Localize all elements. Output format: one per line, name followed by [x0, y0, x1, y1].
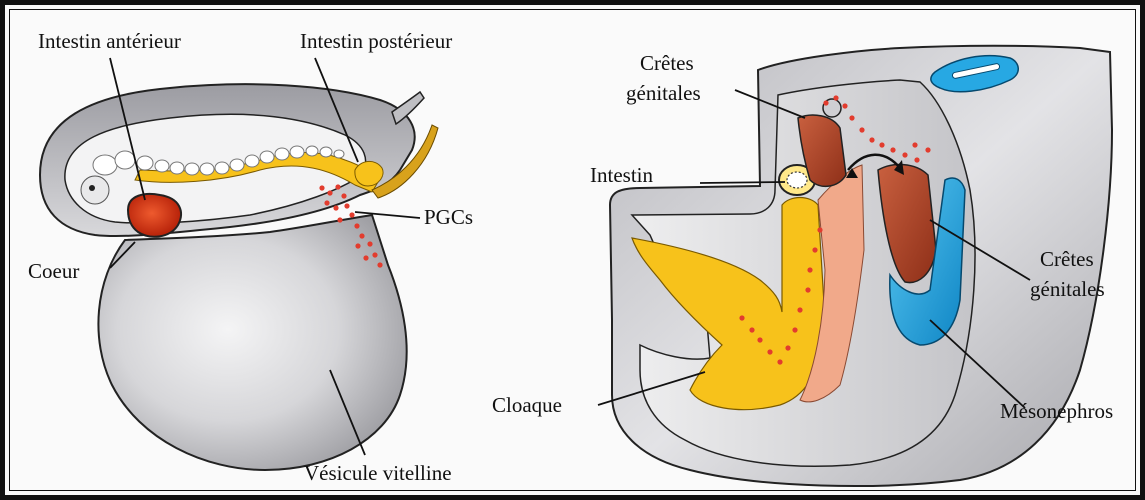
label-intestin-posterieur: Intestin postérieur [300, 29, 452, 53]
label-intestin: Intestin [590, 163, 653, 187]
label-intestin-anterieur: Intestin antérieur [38, 29, 181, 53]
left-embryo [40, 58, 438, 470]
label-cretes-genitales-right-2: génitales [1030, 277, 1105, 301]
label-cretes-genitales-right-1: Crêtes [1040, 247, 1094, 271]
heart [128, 194, 181, 237]
label-cretes-genitales-top-2: génitales [626, 81, 701, 105]
yolk-sac [98, 215, 406, 470]
head [81, 176, 109, 204]
label-mesonephros: Mésonephros [1000, 399, 1113, 423]
label-pgcs: PGCs [424, 205, 473, 229]
label-coeur: Coeur [28, 259, 79, 283]
label-cretes-genitales-top-1: Crêtes [640, 51, 694, 75]
label-cloaque: Cloaque [492, 393, 562, 417]
label-vesicule-vitelline: Vésicule vitelline [304, 461, 452, 485]
